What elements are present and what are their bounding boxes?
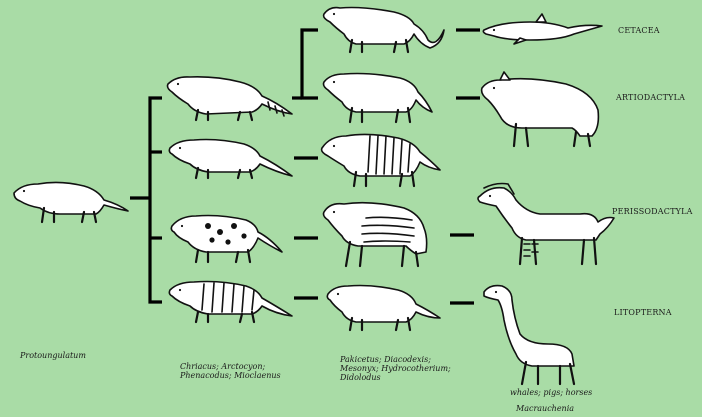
caption-stage3-line1: whales; pigs; horses	[510, 388, 592, 397]
stage1-animal-a	[168, 77, 293, 120]
caption-stage1: Chriacus; Arctocyon; Phenacodus; Mioclae…	[180, 362, 281, 380]
bracket-stage1	[150, 98, 162, 302]
whale-figure	[483, 14, 602, 44]
group-label-litopterna: LITOPTERNA	[614, 308, 672, 317]
stage1-animal-b	[169, 140, 292, 179]
bracket-stage2	[302, 30, 318, 98]
stage2-animal-pakicetus	[324, 8, 444, 53]
caption-stage2: Pakicetus; Diacodexis; Mesonyx; Hydrocot…	[340, 355, 451, 382]
stage1-animal-c	[171, 216, 282, 263]
horse-figure	[478, 184, 614, 265]
group-label-cetacea: CETACEA	[618, 26, 660, 35]
caption-protoungulatum: Protoungulatum	[20, 351, 86, 360]
caption-stage1-line1: Chriacus; Arctocyon;	[180, 362, 281, 371]
protoungulatum-figure	[14, 182, 128, 222]
caption-stage3-line2: Macrauchenia	[516, 404, 574, 413]
caption-stage2-line1: Pakicetus; Diacodexis;	[340, 355, 451, 364]
group-label-perissodactyla: PERISSODACTYLA	[612, 207, 693, 216]
stage2-animal-diacodexis	[324, 74, 433, 123]
stage2-animal-mesonyx	[322, 134, 440, 186]
caption-stage2-line3: Didolodus	[340, 373, 451, 382]
stage1-animal-d	[169, 282, 292, 323]
caption-stage2-line2: Mesonyx; Hydrocotherium;	[340, 364, 451, 373]
macrauchenia-figure	[484, 286, 574, 384]
stage2-animal-hydrocotherium	[324, 203, 427, 266]
stage2-animal-didolodus	[327, 286, 440, 331]
caption-stage1-line2: Phenacodus; Mioclaenus	[180, 371, 281, 380]
group-label-artiodactyla: ARTIODACTYLA	[616, 93, 685, 102]
pig-figure	[482, 72, 599, 146]
